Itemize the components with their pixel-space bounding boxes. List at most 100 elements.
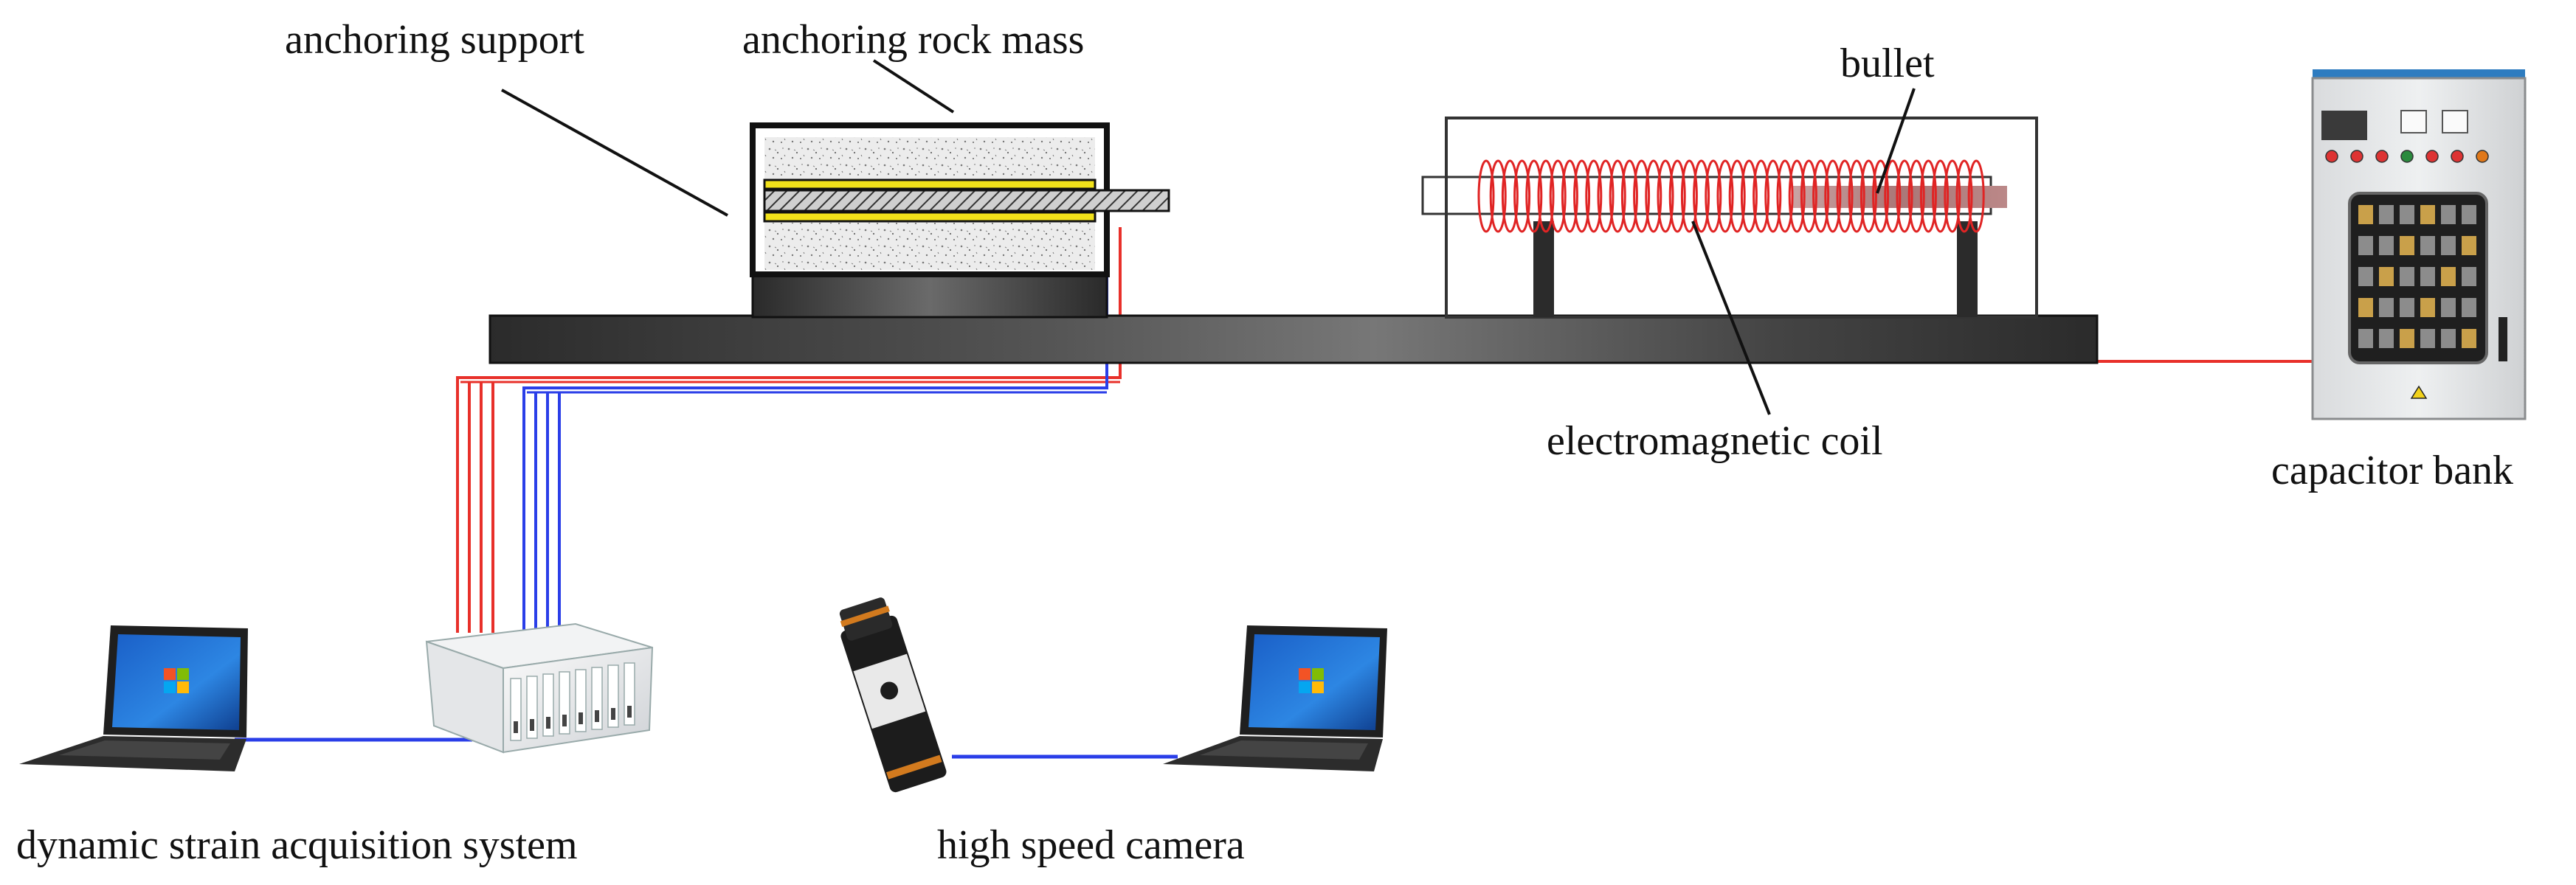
daq-channel-connector [579, 712, 583, 724]
cabinet-handle [2499, 317, 2507, 361]
daq-channel-connector [530, 719, 534, 731]
cabinet-component [2462, 329, 2476, 348]
cabinet-component [2358, 205, 2373, 224]
coil-winding [1764, 159, 1782, 233]
coil-winding [1633, 159, 1651, 233]
laptop-right-keyboard [1200, 740, 1368, 760]
coil-winding [1788, 159, 1806, 233]
coil-support-right [1957, 221, 1978, 317]
coil-winding [1693, 159, 1710, 233]
cabinet-component [2420, 205, 2435, 224]
daq-channel-slots [510, 662, 635, 741]
coil-winding [1609, 159, 1626, 233]
coil-winding [1716, 159, 1734, 233]
daq-channel-connector [611, 708, 615, 720]
coil-winding [1824, 159, 1842, 233]
coil-winding [1907, 159, 1925, 233]
coil-winding [1812, 159, 1830, 233]
cabinet-component [2379, 267, 2394, 286]
windows-logo-icon [164, 668, 189, 693]
coil-winding [1620, 159, 1638, 233]
cabinet-component [2358, 267, 2373, 286]
label-electromagnetic-coil: electromagnetic coil [1547, 418, 1883, 464]
coil-winding [1680, 159, 1698, 233]
cabinet-component [2379, 205, 2394, 224]
coil-winding [1919, 159, 1937, 233]
daq-channel-slot [510, 678, 522, 741]
coil-winding [1848, 159, 1865, 233]
coil-support-left [1533, 221, 1554, 317]
daq-channel-connector [595, 710, 599, 722]
cabinet-component [2400, 298, 2414, 317]
launcher-frame [1445, 117, 2038, 319]
cabinet-component [2441, 205, 2456, 224]
rock-mass-upper [764, 137, 1095, 180]
daq-channel-slot [526, 676, 538, 739]
camera-label-strip [886, 754, 942, 780]
daq-channel-connector [546, 717, 550, 729]
electromagnetic-coil-windings [1477, 159, 1985, 233]
coil-winding [1645, 159, 1662, 233]
cabinet-component [2441, 298, 2456, 317]
cabinet-component [2400, 205, 2414, 224]
laptop-left [19, 625, 248, 771]
cabinet-component [2400, 236, 2414, 255]
daq-channel-slot [542, 673, 554, 737]
coil-winding [1597, 159, 1615, 233]
coil-winding [1537, 159, 1555, 233]
cabinet-window [2348, 192, 2488, 364]
coil-winding [1573, 159, 1591, 233]
windows-logo-icon [1299, 668, 1324, 693]
electromagnetic-launcher [1421, 117, 2038, 319]
coil-winding [1668, 159, 1686, 233]
label-anchoring-support: anchoring support [285, 17, 584, 63]
anchoring-bolt [763, 189, 1170, 212]
coil-winding [1489, 159, 1507, 233]
red-wire-1 [456, 227, 1122, 633]
label-high-speed-camera: high speed camera [937, 822, 1245, 868]
laptop-right [1163, 625, 1387, 771]
coil-winding [1525, 159, 1543, 233]
cabinet-component [2441, 236, 2456, 255]
coil-winding [1585, 159, 1603, 233]
test-platform [488, 314, 2099, 364]
leader-electromagnetic-coil [1691, 221, 1771, 415]
coil-winding [1549, 159, 1567, 233]
coil-winding [1705, 159, 1722, 233]
camera-port [880, 681, 899, 700]
label-capacitor-bank: capacitor bank [2271, 448, 2513, 493]
coil-winding [1501, 159, 1519, 233]
cabinet-component [2420, 298, 2435, 317]
cabinet-component [2358, 298, 2373, 317]
cabinet-button [2325, 150, 2338, 163]
coil-winding [1944, 159, 1961, 233]
leader-anchoring-support [501, 88, 728, 217]
cabinet-display [2321, 111, 2367, 140]
coil-winding [1728, 159, 1746, 233]
cabinet-component [2358, 236, 2373, 255]
cabinet-component [2420, 236, 2435, 255]
coil-winding [1776, 159, 1794, 233]
cabinet-button [2375, 150, 2389, 163]
cabinet-component [2379, 236, 2394, 255]
daq-channel-slot [575, 669, 587, 732]
rock-mass-lower [764, 223, 1095, 270]
cabinet-component [2379, 298, 2394, 317]
cabinet-component [2420, 329, 2435, 348]
capacitor-bank [2311, 69, 2527, 420]
leader-anchoring-rock-mass [872, 59, 955, 114]
camera-lens-ring [840, 605, 890, 627]
coil-winding [1896, 159, 1913, 233]
bolt-yellow-upper [763, 178, 1097, 190]
coil-winding [1740, 159, 1758, 233]
cabinet-component [2462, 298, 2476, 317]
cabinet-internals [2358, 205, 2476, 348]
label-dynamic-strain-acquisition-system: dynamic strain acquisition system [16, 822, 578, 868]
cabinet-meter-2 [2442, 110, 2468, 133]
high-speed-camera-icon [839, 597, 947, 793]
warning-triangle-icon [2410, 385, 2428, 399]
cabinet-button [2350, 150, 2363, 163]
bolt-yellow-lower [763, 211, 1097, 223]
cabinet-component [2462, 236, 2476, 255]
